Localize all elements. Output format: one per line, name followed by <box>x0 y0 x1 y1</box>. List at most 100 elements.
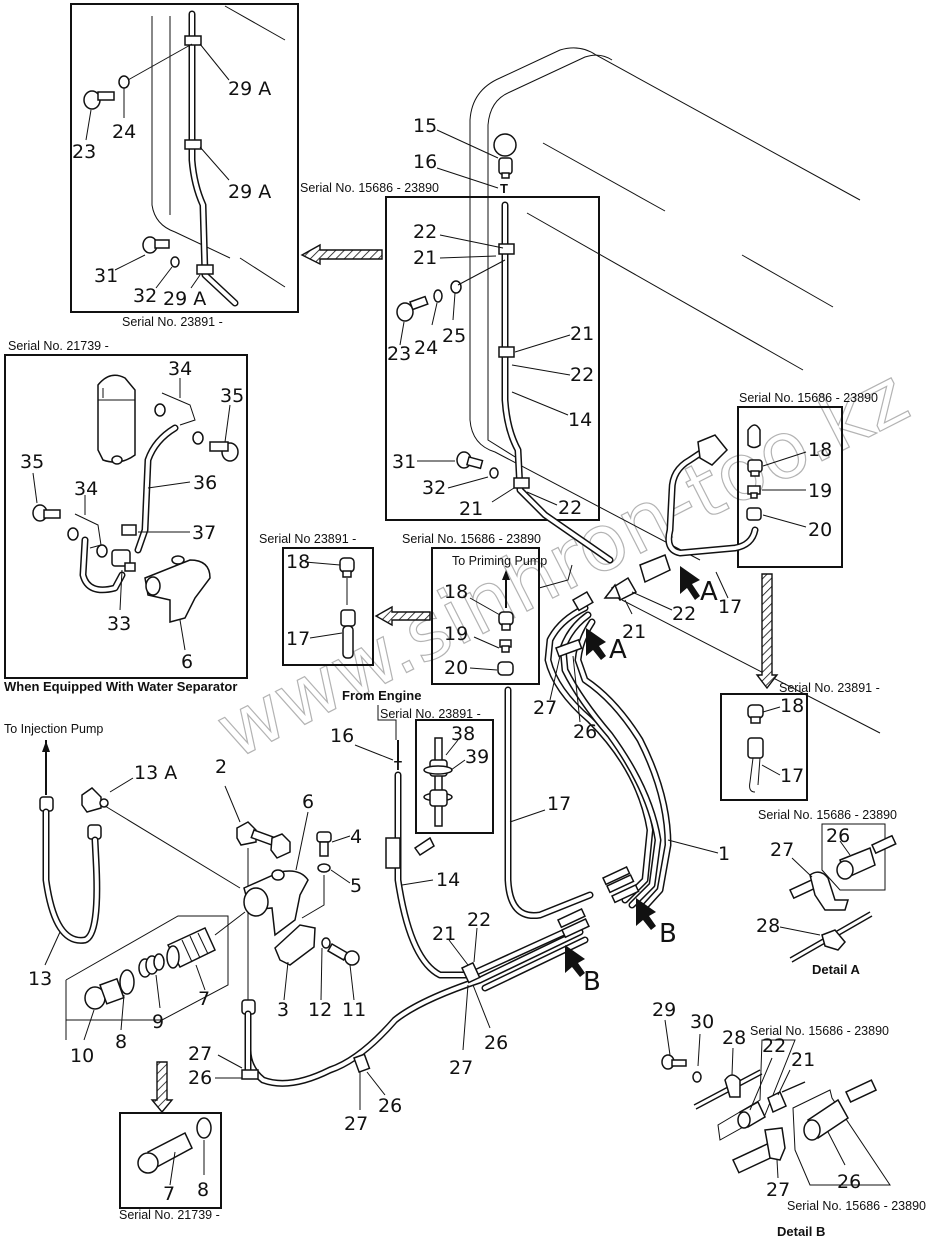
callout-29a: 29 A <box>163 288 206 310</box>
reference-arrow <box>300 243 383 266</box>
bracket-3-icon <box>274 924 316 966</box>
cap-icon <box>493 133 517 157</box>
callout-27: 27 <box>188 1043 212 1065</box>
callout-26: 26 <box>484 1032 508 1054</box>
bolt-icon <box>83 90 115 110</box>
callout-18: 18 <box>444 581 468 603</box>
caption-detail-b: Detail B <box>777 1224 825 1239</box>
view-arrow-b-icon <box>636 898 656 930</box>
callout-23: 23 <box>72 141 96 163</box>
clamp-icon <box>196 264 214 275</box>
caption-detail-a: Detail A <box>812 962 861 977</box>
callout-22: 22 <box>570 364 594 386</box>
callout-18: 18 <box>286 551 310 573</box>
o-ring-8-icon <box>196 1117 212 1139</box>
nut-icon <box>497 661 514 676</box>
callout-26: 26 <box>378 1095 402 1117</box>
caption-from-engine: From Engine <box>342 688 421 703</box>
callout-4: 4 <box>350 826 362 848</box>
reference-arrow <box>374 605 431 627</box>
callout-3: 3 <box>277 999 289 1021</box>
vent-plug-icon <box>498 157 513 179</box>
washer-icon <box>96 544 108 558</box>
sleeve-26-icon <box>803 1079 878 1141</box>
view-label-b: B <box>583 967 601 997</box>
filter-head-icon <box>144 555 211 623</box>
box-topleft-serial-23891: 29 A 29 A 29 A 23 24 31 32 <box>70 3 299 313</box>
callout-14: 14 <box>568 409 592 431</box>
breather-icon <box>747 424 761 449</box>
pipe-ends-b: B <box>602 866 677 949</box>
callout-18: 18 <box>780 695 804 717</box>
spring-9-icon <box>138 953 165 978</box>
caption-serial-23891: Serial No 23891 - <box>259 532 356 546</box>
view-label-a: A <box>609 635 627 665</box>
callout-17: 17 <box>286 628 310 650</box>
pipe-icon <box>434 737 443 827</box>
view-arrow-a-icon <box>586 628 606 660</box>
callout-8: 8 <box>197 1179 209 1201</box>
callout-21: 21 <box>413 247 437 269</box>
callout-15: 15 <box>413 115 437 137</box>
callout-16: 16 <box>330 725 354 747</box>
nut-icon <box>746 507 762 521</box>
callout-14: 14 <box>436 869 460 891</box>
bracket-icon <box>385 837 401 869</box>
hose-13 <box>39 796 102 944</box>
clamp-icon <box>571 590 594 612</box>
sleeve-21-icon <box>767 1081 806 1114</box>
bolt-icon <box>209 441 239 462</box>
caption-serial-15686-23890: Serial No. 15686 - 23890 <box>300 181 439 195</box>
caption-serial-21739: Serial No. 21739 - <box>119 1208 220 1222</box>
view-arrow-a-icon <box>680 566 700 600</box>
view-label-b: B <box>659 919 677 949</box>
hose-end-icon <box>340 609 356 659</box>
callout-35: 35 <box>20 451 44 473</box>
sleeve-26-icon <box>836 834 897 880</box>
bolt-icon <box>142 236 170 254</box>
clamp-icon <box>498 243 515 255</box>
connector-icon <box>339 557 355 578</box>
gasket-icon: T <box>500 181 508 196</box>
view-arrow-b-icon <box>565 945 585 977</box>
callout-17: 17 <box>547 793 571 815</box>
elbow-fitting-icon <box>111 549 136 572</box>
connector-icon <box>498 611 514 631</box>
box-water-separator: 34 35 35 36 34 37 33 6 <box>4 354 248 679</box>
caption-serial-15686-23890: Serial No. 15686 - 23890 <box>787 1199 926 1213</box>
callout-19: 19 <box>808 480 832 502</box>
water-separator-icon <box>97 374 136 465</box>
clamp-icon <box>353 1053 371 1074</box>
bolt-29-icon <box>661 1054 687 1070</box>
caption-water-separator: When Equipped With Water Separator <box>4 679 237 694</box>
callout-27: 27 <box>344 1113 368 1135</box>
washer-icon <box>433 289 443 303</box>
filter-element-7-icon <box>137 1131 193 1174</box>
callout-10: 10 <box>70 1045 94 1067</box>
callout-29a: 29 A <box>228 181 271 203</box>
callout-21: 21 <box>459 498 483 520</box>
detail-b: 29 30 28 Serial No. 15686 - 23890 22 21 <box>652 999 891 1201</box>
clamp-icon <box>184 139 202 150</box>
callout-27: 27 <box>449 1057 473 1079</box>
detail-a: 26 27 28 <box>756 823 897 963</box>
reference-arrow <box>150 1061 174 1114</box>
callout-7: 7 <box>198 988 210 1010</box>
clamp-icon <box>184 35 202 46</box>
plug-10-icon <box>84 977 125 1010</box>
callout-21: 21 <box>432 923 456 945</box>
callout-13: 13 <box>28 968 52 990</box>
callout-34: 34 <box>168 358 192 380</box>
washer-30-icon <box>692 1071 702 1083</box>
callout-24: 24 <box>414 337 438 359</box>
view-label-a: A <box>700 577 718 607</box>
callout-31: 31 <box>94 265 118 287</box>
callout-6: 6 <box>302 791 314 813</box>
reference-arrow <box>755 573 779 690</box>
flow-arrow-icon <box>42 741 50 752</box>
callout-1: 1 <box>718 843 730 865</box>
box-right-serial-15686-23890: 18 19 20 <box>737 406 843 568</box>
caption-to-injection-pump: To Injection Pump <box>4 722 103 736</box>
bolt-11-icon <box>326 942 360 966</box>
